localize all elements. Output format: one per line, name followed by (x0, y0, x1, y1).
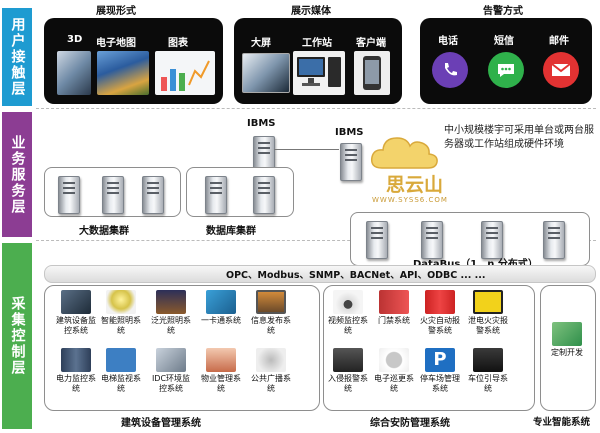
lightbulb-icon (106, 290, 136, 314)
media-workstation: 工作站 (302, 38, 332, 49)
system-broadcast: 公共广播系统 (249, 348, 293, 394)
warning-sign-icon (473, 290, 503, 314)
workstation-icon (297, 57, 341, 87)
fire-alarm-icon (425, 290, 455, 314)
logo-url: WWW.SYSS6.COM (372, 196, 448, 204)
system-one-card: 一卡通系统 (199, 290, 243, 326)
system-leakage-fire-alarm: 泄电火灾报警系统 (466, 290, 510, 336)
hardware-note: 中小规模楼宇可采用单台或两台服务器或工作站组成硬件环境 (444, 125, 594, 150)
system-custom-dev: 定制开发 (545, 322, 589, 358)
security-systems-title: 综合安防管理系统 (370, 418, 450, 429)
building-systems-title: 建筑设备管理系统 (121, 418, 201, 429)
separator (36, 108, 596, 109)
bigdata-cluster-label: 大数据集群 (79, 226, 129, 237)
idc-icon (156, 348, 186, 372)
system-intrusion-alarm: 入侵报警系统 (326, 348, 370, 394)
alarm-sms: 短信 (494, 36, 514, 47)
logo-name: 思云山 (386, 174, 444, 196)
logo-cloud-icon (368, 130, 440, 174)
alarm-email: 邮件 (549, 36, 569, 47)
header-alarm-mode: 告警方式 (483, 6, 523, 17)
ibms-label-1: IBMS (247, 118, 276, 129)
layer-label-service: 业务服务层 (2, 112, 32, 237)
system-parking-guidance: 车位引导系统 (466, 348, 510, 394)
ibms-server-2 (340, 143, 362, 181)
bigdata-server (58, 176, 80, 214)
parking-icon: P (425, 348, 455, 372)
databus-server (366, 221, 388, 259)
camera-icon (333, 290, 363, 314)
system-property: 物业管理系统 (199, 348, 243, 394)
sms-icon (488, 52, 524, 88)
patrol-button-icon (379, 348, 409, 372)
system-flood-lighting: 泛光照明系统 (149, 290, 193, 336)
flood-lighting-icon (156, 290, 186, 314)
layer-label-collect: 采集控制层 (2, 243, 32, 429)
databus-server (543, 221, 565, 259)
phone-icon (432, 52, 468, 88)
ibms-link (274, 149, 339, 150)
display-form-map: 电子地图 (96, 38, 136, 49)
system-idc-environment: IDC环境监控系统 (149, 348, 193, 394)
card-icon (206, 290, 236, 314)
building-monitor-icon (61, 290, 91, 314)
db-cluster-group (186, 167, 294, 217)
media-big-screen: 大屏 (251, 38, 271, 49)
chart-thumbnail-icon (161, 60, 210, 91)
system-patrol: 电子巡更系统 (372, 348, 416, 394)
mail-icon (543, 52, 579, 88)
ibms-label-2: IBMS (335, 127, 364, 138)
door-icon (379, 290, 409, 314)
protocol-list: OPC、Modbus、SNMP、BACNet、API、ODBC ... ... (226, 270, 486, 281)
alarm-phone: 电话 (438, 36, 458, 47)
header-display-form: 展现形式 (96, 6, 136, 17)
db-cluster-label: 数据库集群 (206, 226, 256, 237)
display-form-3d: 3D (67, 34, 83, 45)
alarm-panel-icon (333, 348, 363, 372)
system-access-control: 门禁系统 (372, 290, 416, 326)
system-elevator: 电梯监视系统 (99, 348, 143, 394)
workstation-image (293, 51, 345, 95)
speaker-icon (256, 348, 286, 372)
system-fire-alarm: 火灾自动报警系统 (418, 290, 462, 336)
display-form-chart: 图表 (168, 38, 188, 49)
special-systems-title: 专业智能系统 (533, 417, 591, 428)
system-info-release: 信息发布系统 (249, 290, 293, 336)
big-screen-image (242, 53, 290, 93)
custom-dev-icon (552, 322, 582, 346)
power-cabinet-icon (61, 348, 91, 372)
databus-server (421, 221, 443, 259)
protocol-band (44, 265, 596, 283)
header-display-media: 展示媒体 (291, 6, 331, 17)
chart-image (155, 51, 215, 95)
system-video-surveillance: 视频监控系统 (326, 290, 370, 336)
bigdata-server (102, 176, 124, 214)
elevator-icon (106, 348, 136, 372)
databus-label: DataBus（1…n 分布式） (413, 255, 538, 270)
client-phone-icon (363, 56, 381, 90)
guidance-sign-icon (473, 348, 503, 372)
bigdata-server (142, 176, 164, 214)
electronic-map-image (97, 51, 149, 95)
info-screen-icon (256, 290, 286, 314)
layer-label-user: 用户接触层 (2, 8, 32, 106)
db-server (253, 176, 275, 214)
db-server (205, 176, 227, 214)
system-building-monitor: 建筑设备监控系统 (54, 290, 98, 336)
house-icon (206, 348, 236, 372)
special-systems-group (540, 285, 596, 411)
client-image (354, 51, 390, 95)
media-client: 客户端 (356, 38, 386, 49)
separator (36, 240, 596, 241)
system-smart-lighting: 智能照明系统 (99, 290, 143, 336)
system-power-monitor: 电力监控系统 (54, 348, 98, 394)
databus-server (481, 221, 503, 259)
3d-building-image (57, 51, 91, 95)
